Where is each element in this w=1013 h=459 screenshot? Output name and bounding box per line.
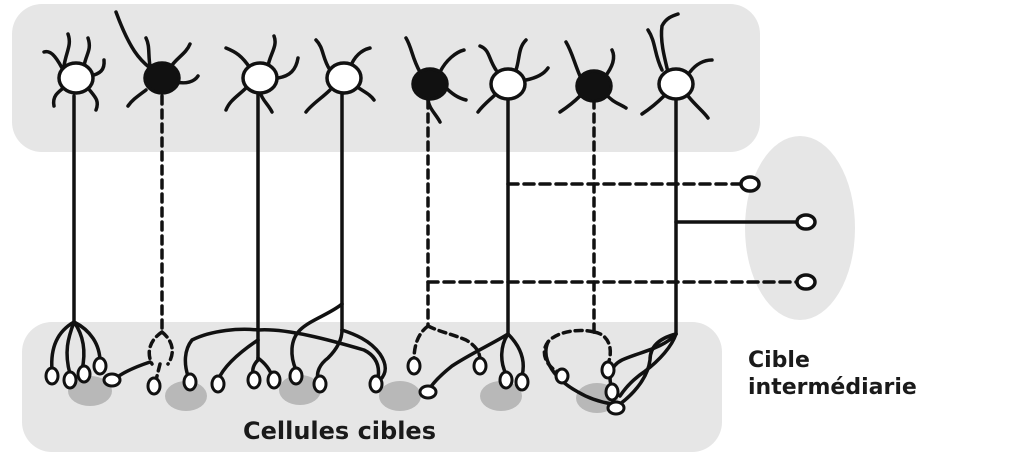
terminal-bouton <box>406 356 422 376</box>
terminal-bouton <box>554 367 570 385</box>
target-cells-label: Cellules cibles <box>243 417 436 445</box>
intermediate-terminals <box>739 175 817 291</box>
terminal-bouton <box>62 370 78 390</box>
terminal-bouton <box>472 356 488 376</box>
terminal-bouton <box>514 372 530 392</box>
somas <box>57 61 695 103</box>
terminal-bouton <box>92 356 108 376</box>
target-cells <box>68 375 618 413</box>
terminal-bouton <box>312 374 328 394</box>
terminal-bouton <box>498 370 514 390</box>
terminal-bouton <box>44 366 60 386</box>
target-cell <box>279 375 321 405</box>
terminal-bouton <box>739 175 761 193</box>
terminal-bouton <box>146 376 162 396</box>
terminal-bouton <box>246 370 262 390</box>
terminal-bouton <box>102 372 122 388</box>
terminal-bouton <box>795 273 817 291</box>
soma-black <box>575 69 613 103</box>
intermediate-target-label-line1: Cible <box>748 348 810 373</box>
terminal-bouton <box>368 374 384 394</box>
terminal-boutons <box>44 356 626 416</box>
target-cell <box>480 381 522 411</box>
terminal-bouton <box>418 384 438 400</box>
soma-white <box>325 61 363 95</box>
terminal-bouton <box>266 370 282 390</box>
dendrites <box>42 10 714 124</box>
target-cell <box>68 376 112 406</box>
terminal-bouton <box>288 366 304 386</box>
soma-black <box>143 61 181 95</box>
axons <box>72 92 800 362</box>
soma-white <box>241 61 279 95</box>
terminal-bouton <box>182 372 198 392</box>
terminal-bouton <box>76 364 92 384</box>
terminal-bouton <box>210 374 226 394</box>
soma-white <box>657 67 695 101</box>
terminal-bouton <box>795 213 817 231</box>
soma-white <box>57 61 95 95</box>
terminal-bouton <box>606 400 626 416</box>
terminal-bouton <box>604 382 620 402</box>
target-cell <box>379 381 421 411</box>
soma-white <box>489 67 527 101</box>
soma-black <box>411 67 449 101</box>
terminal-bouton <box>600 360 616 380</box>
intermediate-target-label-line2: intermédiarie <box>748 375 917 400</box>
top-band <box>12 4 760 152</box>
target-cell <box>165 381 207 411</box>
